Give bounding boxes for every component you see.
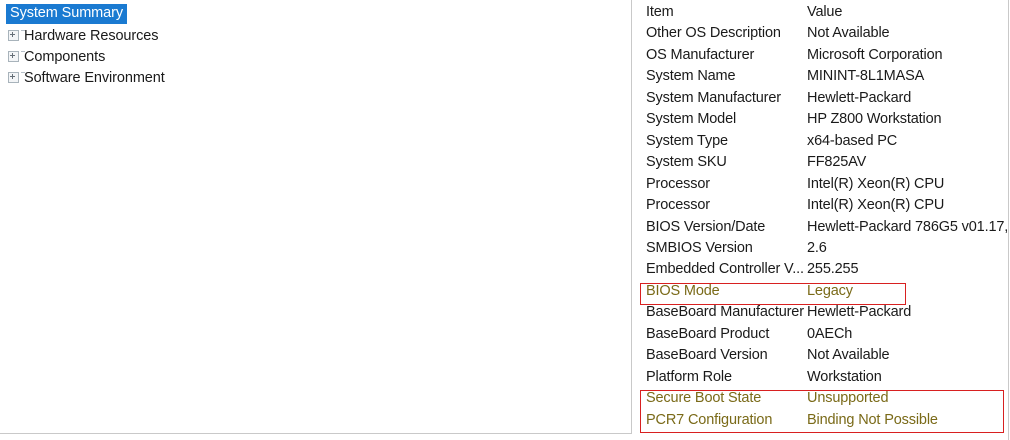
table-row[interactable]: Processor Intel(R) Xeon(R) CPUE5506 (634, 195, 1010, 217)
cell-item: SMBIOS Version (646, 239, 753, 256)
tree-item-label: Software Environment (24, 70, 165, 87)
table-row[interactable]: BaseBoard Product 0AECh (634, 324, 1010, 346)
table-row[interactable]: SMBIOS Version 2.6 (634, 238, 1010, 260)
table-row[interactable]: Secure Boot State Unsupported (634, 388, 1010, 410)
table-row[interactable]: BIOS Version/Date Hewlett-Packard 786G5 v… (634, 217, 1010, 239)
pane-divider-left (631, 0, 632, 434)
cell-value: MININT-8L1MASA (807, 68, 925, 85)
table-row[interactable]: PCR7 Configuration Binding Not Possible (634, 410, 1010, 432)
tree-item-software-environment[interactable]: Software Environment (0, 68, 165, 88)
table-row[interactable]: System Name MININT-8L1MASA (634, 66, 1010, 88)
expand-toggle[interactable] (8, 68, 25, 88)
table-row[interactable]: System Model HP Z800 Workstation (634, 109, 1010, 131)
table-row[interactable]: System Manufacturer Hewlett-Packard (634, 88, 1010, 110)
cell-value: FF825AV (807, 154, 867, 171)
tree-item-system-summary[interactable]: System Summary (0, 3, 128, 24)
cell-value: Unsupported (807, 390, 889, 407)
cell-item: System SKU (646, 154, 727, 171)
cell-value: Intel(R) Xeon(R) CPUE5506 (807, 197, 945, 214)
cell-value: Legacy (807, 282, 853, 299)
grid-header-row[interactable]: Item Value (634, 2, 1010, 24)
cell-item: Processor (646, 175, 710, 192)
table-row[interactable]: Platform Role Workstation (634, 367, 1010, 389)
cell-value: Hewlett-Packard 786G5 v01.17, 8/ (807, 218, 1010, 235)
cell-value: Value (807, 4, 843, 20)
cell-item: BaseBoard Product (646, 325, 770, 342)
table-row[interactable]: Other OS Description Not Available (634, 23, 1010, 45)
cell-item: BIOS Version/Date (646, 218, 766, 235)
plus-box-icon[interactable] (8, 71, 19, 83)
detail-pane-right-border (1008, 0, 1009, 440)
cell-value: 0AECh (807, 325, 853, 342)
cell-value: Microsoft Corporation (807, 46, 943, 63)
cell-value: Binding Not Possible (807, 411, 938, 428)
expand-toggle[interactable] (8, 47, 25, 67)
table-row[interactable]: System SKU FF825AV (634, 152, 1010, 174)
cell-item: OS Manufacturer (646, 46, 755, 63)
tree-pane-bottom-border (0, 433, 632, 434)
cell-item: BaseBoard Manufacturer (646, 304, 804, 321)
cell-value: Intel(R) Xeon(R) CPUE5506 (807, 175, 945, 192)
table-row[interactable]: Embedded Controller V...255.255 (634, 259, 1010, 281)
tree-item-label: Hardware Resources (24, 28, 159, 45)
cell-value: Not Available (807, 25, 890, 42)
plus-box-icon[interactable] (8, 50, 19, 62)
cell-item: Other OS Description (646, 25, 781, 42)
cell-item: BaseBoard Version (646, 347, 768, 364)
cell-item: BIOS Mode (646, 282, 720, 299)
table-row[interactable]: BaseBoard Version Not Available (634, 345, 1010, 367)
cell-item: Platform Role (646, 368, 732, 385)
table-row[interactable]: Processor Intel(R) Xeon(R) CPUE5506 (634, 174, 1010, 196)
expand-toggle[interactable] (8, 26, 25, 46)
tree-item-label: Components (24, 49, 106, 66)
cell-item: PCR7 Configuration (646, 411, 773, 428)
cell-value: Hewlett-Packard (807, 304, 912, 321)
table-row[interactable]: System Type x64-based PC (634, 131, 1010, 153)
cell-item: System Model (646, 111, 737, 128)
table-row[interactable]: OS Manufacturer Microsoft Corporation (634, 45, 1010, 67)
cell-value: Workstation (807, 368, 882, 385)
cell-item: Item (646, 4, 674, 20)
tree-item-components[interactable]: Components (0, 47, 105, 67)
cell-item: System Manufacturer (646, 89, 781, 106)
cell-value: HP Z800 Workstation (807, 111, 942, 128)
cell-value: 2.6 (807, 239, 827, 256)
tree-item-label-selected: System Summary (6, 4, 128, 24)
cell-item: Embedded Controller V... (646, 261, 804, 278)
table-row[interactable]: BIOS Mode Legacy (634, 281, 1010, 303)
plus-box-icon[interactable] (8, 29, 19, 41)
cell-item: System Name (646, 68, 736, 85)
cell-item: Processor (646, 197, 710, 214)
cell-value: Hewlett-Packard (807, 89, 912, 106)
cell-value: Not Available (807, 347, 890, 364)
cell-value: x64-based PC (807, 132, 898, 149)
cell-item: Secure Boot State (646, 390, 762, 407)
cell-value: 255.255 (807, 261, 859, 278)
tree-item-hardware-resources[interactable]: Hardware Resources (0, 26, 159, 46)
cell-item: System Type (646, 132, 728, 149)
